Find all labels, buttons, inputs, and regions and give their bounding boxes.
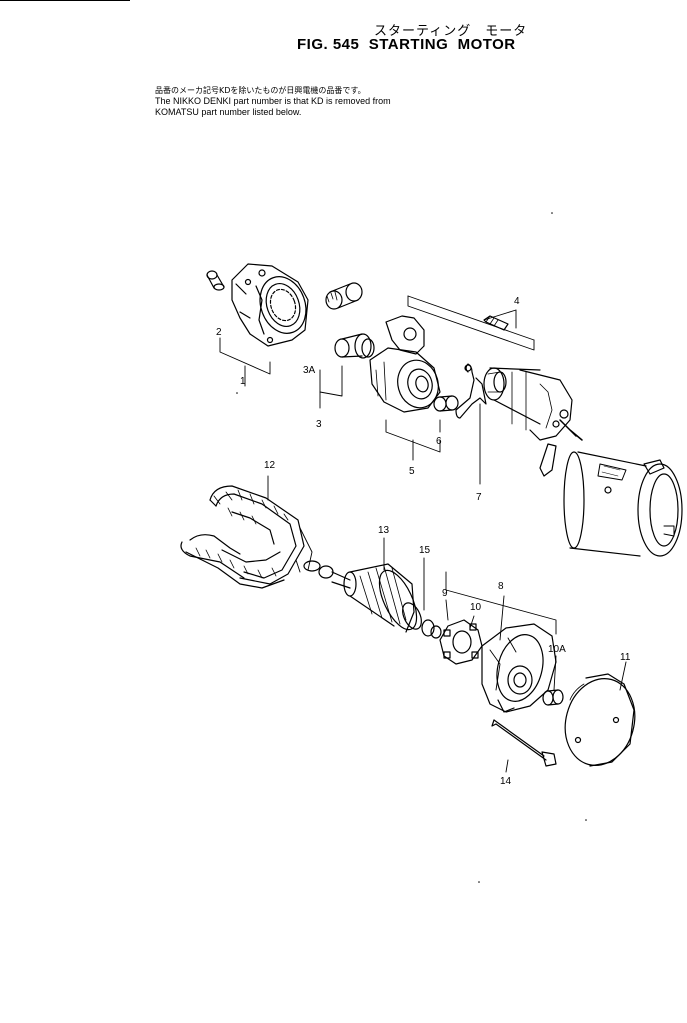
part-10a-bushing: [542, 689, 564, 706]
callout-13: 13: [378, 525, 390, 536]
callout-14: 14: [500, 776, 512, 787]
part-12-field-coil: [180, 485, 313, 589]
part-14-through-bolt: [491, 719, 557, 767]
scan-specks: [236, 212, 587, 883]
part-5-lever-housing: [369, 315, 441, 413]
top-rule: [0, 0, 130, 1]
part-9-10-brush-holder: [439, 619, 483, 665]
callout-10a: 10A: [548, 644, 566, 655]
yoke: [563, 451, 683, 557]
callout-3: 3: [316, 419, 322, 430]
callout-4: 4: [514, 296, 520, 307]
callout-7: 7: [476, 492, 482, 503]
part-3-clutch: [334, 333, 375, 359]
callout-10: 10: [470, 602, 482, 613]
figure-title-japanese: スターティング モータ: [374, 24, 528, 39]
part-11-rear-cover: [564, 673, 636, 767]
callout-11: 11: [620, 652, 631, 663]
part-7-shift-lever: [455, 363, 487, 419]
callout-5: 5: [409, 466, 415, 477]
callout-15: 15: [419, 545, 431, 556]
part-6-bushing: [433, 395, 459, 412]
callout-3a: 3A: [303, 365, 316, 376]
note-line-2: KOMATSU part number listed below.: [155, 107, 302, 117]
callout-8: 8: [498, 581, 504, 592]
part-8-end-frame: [481, 623, 557, 713]
callout-6: 6: [436, 436, 442, 447]
part-1-drive-housing: [231, 263, 309, 347]
part-4-magnetic-switch: [483, 367, 583, 477]
callout-9: 9: [442, 588, 448, 599]
callout-12: 12: [264, 460, 276, 471]
callout-2: 2: [216, 327, 222, 338]
callout-1: 1: [240, 376, 246, 387]
leader-lines: [219, 295, 627, 773]
note-japanese: 品番のメーカ記号KDを除いたものが日興電機の品番です。: [155, 86, 366, 95]
part-2-pin: [206, 270, 225, 291]
figure-title: FIG. 545 STARTING MOTOR: [297, 36, 516, 53]
note-line-1: The NIKKO DENKI part number is that KD i…: [155, 96, 391, 106]
part-4-bolt: [483, 315, 509, 331]
part-3a-pinion: [325, 282, 363, 310]
part-13-armature: [303, 560, 442, 639]
